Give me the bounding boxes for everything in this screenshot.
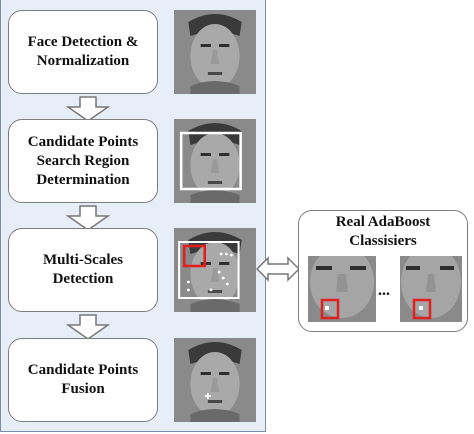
face-image-detection: [174, 228, 256, 312]
classifier-ellipsis: ...: [378, 282, 390, 299]
down-arrow-icon: [66, 314, 110, 340]
classifier-sample-2: [400, 256, 462, 322]
step-label-face-detection: Face Detection & Normalization: [27, 34, 139, 69]
classifier-sample-1: [308, 256, 376, 322]
step-multiscale-detection: Multi-Scales Detection: [8, 228, 158, 312]
down-arrow-icon: [66, 205, 110, 231]
classifier-title: Real AdaBoost Classisiers: [335, 214, 431, 249]
face-image-fusion: [174, 338, 256, 422]
face-image-normalized: [174, 10, 256, 94]
step-candidate-fusion: Candidate Points Fusion: [8, 338, 158, 422]
left-right-arrow-icon: [256, 256, 300, 282]
down-arrow-icon: [66, 96, 110, 122]
step-search-region: Candidate Points Search Region Determina…: [8, 119, 158, 203]
step-face-detection: Face Detection & Normalization: [8, 10, 158, 94]
step-label-multiscale-detection: Multi-Scales Detection: [43, 252, 123, 287]
step-label-search-region: Candidate Points Search Region Determina…: [27, 133, 139, 188]
step-label-candidate-fusion: Candidate Points Fusion: [27, 362, 139, 397]
face-image-search-region: [174, 119, 256, 203]
